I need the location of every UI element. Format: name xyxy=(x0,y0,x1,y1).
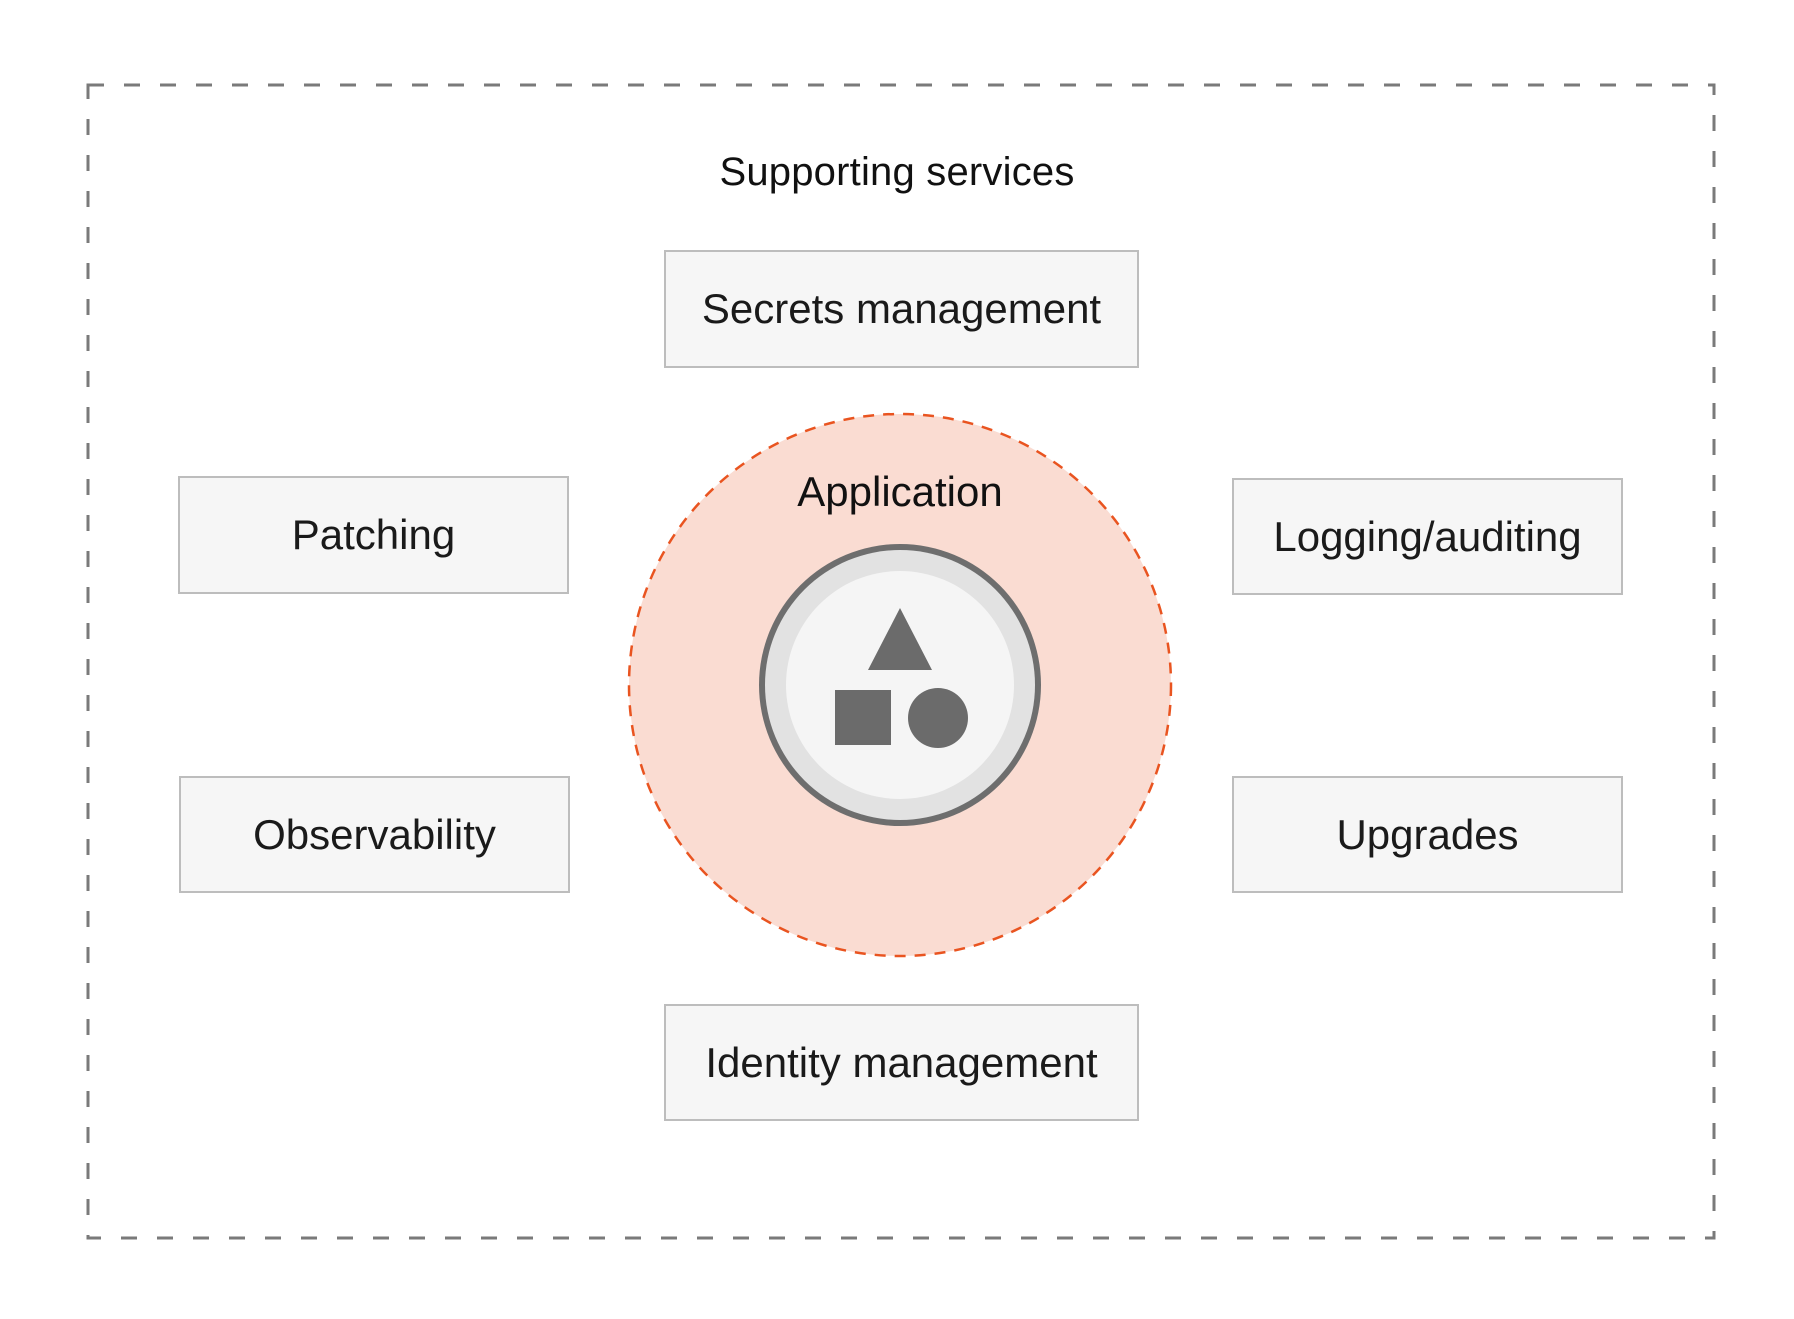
service-logging-auditing: Logging/auditing xyxy=(1232,478,1623,595)
service-observability: Observability xyxy=(179,776,570,893)
service-upgrades: Upgrades xyxy=(1232,776,1623,893)
service-patching: Patching xyxy=(178,476,569,594)
section-title: Supporting services xyxy=(719,150,1075,194)
supporting-services-frame xyxy=(86,83,1716,1240)
shapes-icon xyxy=(759,544,1041,826)
application-circle-shape xyxy=(627,412,1173,958)
square-shape xyxy=(835,690,891,745)
service-secrets-management: Secrets management xyxy=(664,250,1139,368)
application-circle: Application xyxy=(627,412,1173,958)
application-label: Application xyxy=(797,468,1003,515)
triangle-shape xyxy=(868,608,932,670)
service-identity-management: Identity management xyxy=(664,1004,1139,1121)
circle-shape xyxy=(908,688,968,748)
dashed-border xyxy=(86,83,1716,1240)
